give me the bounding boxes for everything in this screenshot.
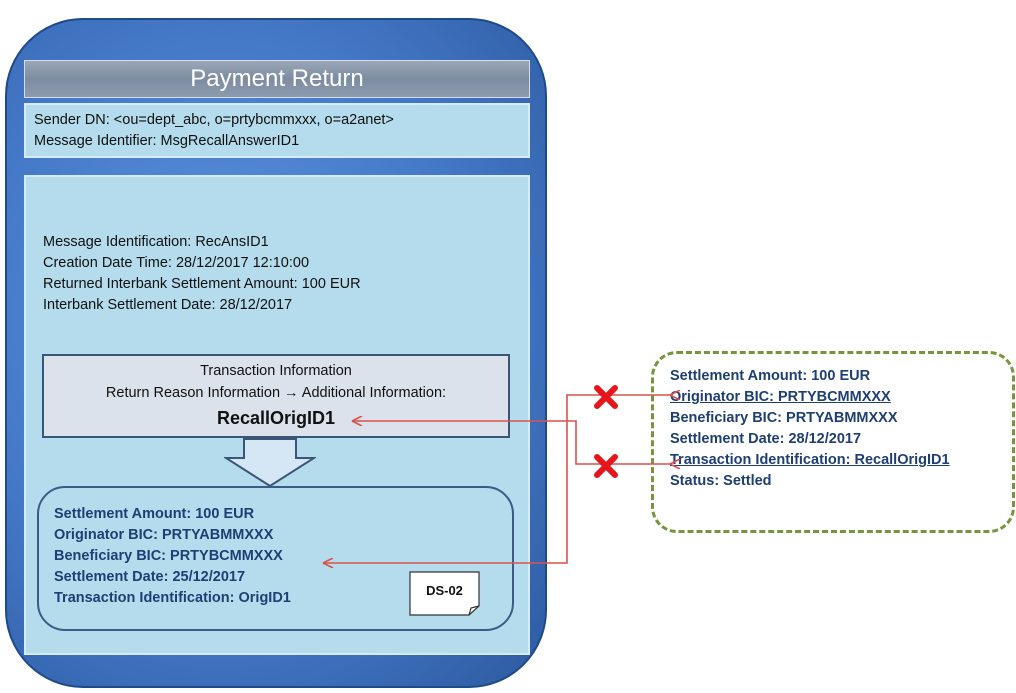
recall-beneficiary-bic: Beneficiary BIC: PRTYABMMXXX — [670, 410, 898, 426]
creation-date-time: Creation Date Time: 28/12/2017 12:10:00 — [43, 255, 310, 271]
sender-dn: Sender DN: <ou=dept_abc, o=prtybcmmxxx, … — [34, 112, 394, 128]
recall-transaction-fields: Settlement Amount: 100 EUR Originator BI… — [670, 366, 950, 492]
return-reason-path: Return Reason Information → Additional I… — [105, 385, 447, 401]
sender-info-box: Sender DN: <ou=dept_abc, o=prtybcmmxxx, … — [24, 103, 530, 158]
message-identifier: Message Identifier: MsgRecallAnswerID1 — [34, 133, 300, 149]
original-beneficiary-bic: Beneficiary BIC: PRTYBCMMXXX — [54, 548, 283, 564]
original-transaction-fields: Settlement Amount: 100 EUR Originator BI… — [54, 504, 291, 609]
recall-status: Status: Settled — [670, 473, 772, 489]
message-fields: Message Identification: RecAnsID1 Creati… — [43, 232, 361, 316]
recall-originator-bic: Originator BIC: PRTYBCMMXXX — [670, 389, 891, 405]
cross-icon — [594, 385, 618, 409]
recall-transaction-id: Transaction Identification: RecallOrigID… — [670, 452, 950, 468]
transaction-information-box: Transaction Information Return Reason In… — [42, 354, 510, 438]
original-originator-bic: Originator BIC: PRTYABMMXXX — [54, 527, 274, 543]
interbank-settlement-date: Interbank Settlement Date: 28/12/2017 — [43, 297, 293, 313]
document-label: DS-02 — [426, 583, 463, 598]
original-settlement-date: Settlement Date: 25/12/2017 — [54, 569, 246, 585]
original-settlement-amount: Settlement Amount: 100 EUR — [54, 506, 255, 522]
additional-information-value: RecallOrigID1 — [216, 408, 336, 428]
original-transaction-id: Transaction Identification: OrigID1 — [54, 590, 291, 606]
cross-icon — [594, 454, 618, 478]
document-icon: DS-02 — [409, 571, 480, 616]
recall-settlement-amount: Settlement Amount: 100 EUR — [670, 368, 871, 384]
transaction-information-title: Transaction Information — [200, 363, 352, 379]
down-arrow-icon — [224, 438, 316, 488]
page-title: Payment Return — [24, 60, 530, 98]
recall-settlement-date: Settlement Date: 28/12/2017 — [670, 431, 862, 447]
returned-settlement-amount: Returned Interbank Settlement Amount: 10… — [43, 276, 361, 292]
message-identification: Message Identification: RecAnsID1 — [43, 234, 269, 250]
recall-transaction-box — [651, 351, 1015, 533]
